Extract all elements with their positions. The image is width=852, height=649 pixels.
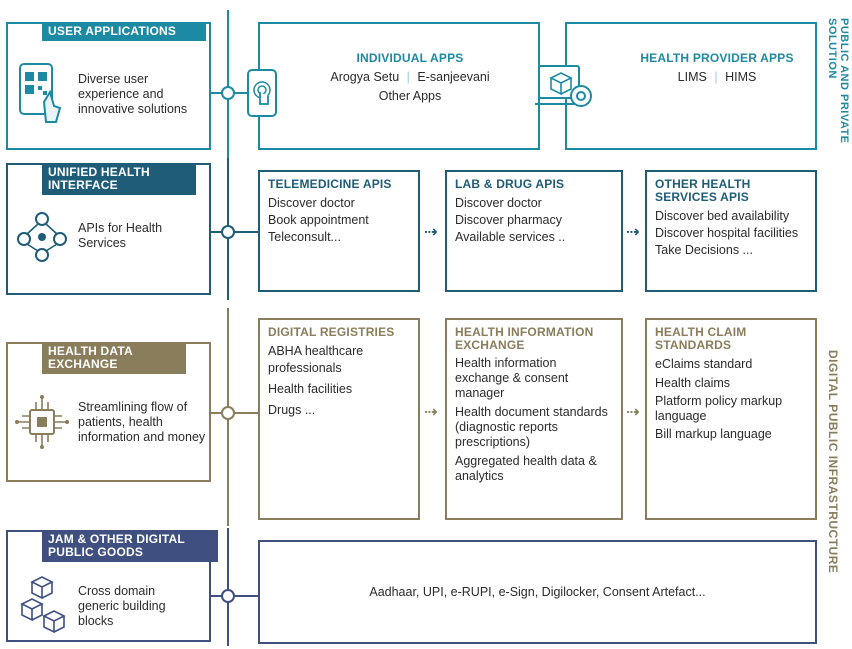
digital-registries-card: DIGITAL REGISTRIES ABHA healthcare profe… [258,318,420,520]
health-information-exchange-card: HEALTH INFORMATION EXCHANGE Health infor… [445,318,623,520]
health-provider-apps-frame: HEALTH PROVIDER APPS LIMS | HIMS [535,22,817,150]
uhi-card-item: Discover pharmacy [455,213,562,227]
hde-card-title: HEALTH INFORMATION EXCHANGE [455,325,594,352]
individual-apps-title: INDIVIDUAL APPS [356,51,464,65]
node-jam [221,589,235,603]
hde-desc: Streamlining flow of patients, health in… [78,400,206,444]
separator: | [714,70,718,84]
hde-card-item: Platform policy markup language [655,394,783,423]
qr-phone-icon [16,62,64,129]
arogya-setu-label: Arogya Setu [330,70,400,84]
separator: | [406,70,410,84]
arrow-icon: ⇢ [424,404,438,421]
uhi-card-item: Teleconsult... [268,230,341,244]
uhi-card-title: LAB & DRUG APIs [455,177,565,191]
rail-user-apps [227,10,229,158]
hde-card-item: Health document standards (diagnostic re… [455,405,608,449]
uhi-card-item: Discover hospital facilities [655,226,799,240]
health-provider-apps-title: HEALTH PROVIDER APPS [640,51,794,65]
user-applications-panel: USER APPLICATIONS Diverse user experienc… [6,22,211,150]
hde-card-item: Aggregated health data & analytics [455,454,597,483]
digital-public-infrastructure-label: DIGITAL PUBLIC INFRASTRUCTURE [826,350,840,574]
cubes-icon [18,574,70,639]
provider-apps-line: LIMS | HIMS [617,69,817,86]
uhi-card-item: Take Decisions ... [655,243,753,257]
public-private-solution-label: PUBLIC AND PRIVATE SOLUTION [826,18,850,144]
connector-jam [211,595,261,597]
user-applications-tag: USER APPLICATIONS [42,22,206,41]
jam-desc: Cross domain generic building blocks [78,584,166,628]
jam-content-text: Aadhaar, UPI, e-RUPI, e-Sign, Digilocker… [369,585,706,599]
hde-card-item: Health claims [655,376,731,390]
hde-card-title: DIGITAL REGISTRIES [268,325,395,339]
other-apps-label: Other Apps [378,89,442,103]
connector-user-apps [211,92,261,94]
hde-card-item: Health facilities [268,382,353,396]
arrow-icon: ⇢ [626,224,640,241]
uhi-card-item: Book appointment [268,213,369,227]
health-claim-standards-card: HEALTH CLAIM STANDARDS eClaims standard … [645,318,817,520]
uhi-panel: UNIFIED HEALTH INTERFACE APIs for Health… [6,163,211,295]
hde-panel: HEALTH DATA EXCHANGE Streamlining flow o… [6,342,211,482]
hde-card-item: eClaims standard [655,357,753,371]
box-gear-icon [535,64,599,121]
hims-label: HIMS [725,70,757,84]
hde-card-title: HEALTH CLAIM STANDARDS [655,325,747,352]
user-applications-desc: Diverse user experience and innovative s… [78,72,188,116]
hde-card-item: Drugs ... [268,403,316,417]
hde-card-item: ABHA healthcare professionals [268,344,364,375]
individual-apps-frame: INDIVIDUAL APPS Arogya Setu | E-sanjeeva… [247,22,540,150]
arrow-icon: ⇢ [424,224,438,241]
hde-card-item: Health information exchange & consent ma… [455,356,569,400]
jam-panel: JAM & OTHER DIGITAL PUBLIC GOODS Cross d… [6,530,218,642]
telemedicine-apis-card: TELEMEDICINE APIs Discover doctor Book a… [258,170,420,292]
chip-icon [14,394,70,455]
e-sanjeevani-label: E-sanjeevani [417,70,490,84]
connector-hde [211,412,261,414]
uhi-tag: UNIFIED HEALTH INTERFACE [42,163,196,195]
hde-card-item: Bill markup language [655,427,772,441]
node-user-apps [221,86,235,100]
uhi-card-title: TELEMEDICINE APIs [268,177,392,191]
uhi-card-item: Discover doctor [455,196,542,210]
tablet-touch-icon [240,68,284,125]
node-hde [221,406,235,420]
hde-tag: HEALTH DATA EXCHANGE [42,342,186,374]
uhi-card-title: OTHER HEALTH SERVICES APIs [655,177,751,204]
uhi-desc: APIs for Health Services [78,221,163,250]
individual-apps-line1: Arogya Setu | E-sanjeevani [290,69,530,86]
jam-tag: JAM & OTHER DIGITAL PUBLIC GOODS [42,530,218,562]
rail-jam [227,528,229,646]
other-health-services-apis-card: OTHER HEALTH SERVICES APIs Discover bed … [645,170,817,292]
connector-uhi [211,231,261,233]
network-people-icon [14,209,70,270]
jam-content-frame: Aadhaar, UPI, e-RUPI, e-Sign, Digilocker… [258,540,817,644]
lab-drug-apis-card: LAB & DRUG APIs Discover doctor Discover… [445,170,623,292]
uhi-card-item: Discover bed availability [655,209,790,223]
uhi-card-item: Available services .. [455,230,566,244]
arrow-icon: ⇢ [626,404,640,421]
node-uhi [221,225,235,239]
lims-label: LIMS [677,70,707,84]
uhi-card-item: Discover doctor [268,196,355,210]
